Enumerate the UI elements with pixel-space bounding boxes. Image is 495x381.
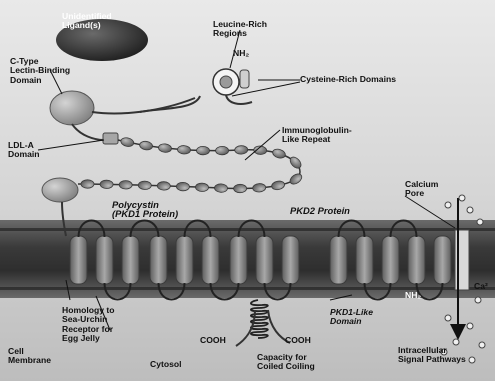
ig-repeat-bead — [271, 180, 285, 191]
calcium-ion — [475, 297, 481, 303]
ig-repeat-bead — [196, 146, 209, 155]
transmembrane-helix — [408, 236, 425, 284]
label-calcium-pore: Calcium Pore — [405, 180, 438, 199]
calcium-ion — [467, 323, 473, 329]
calcium-ion — [469, 357, 475, 363]
transmembrane-helix — [330, 236, 347, 284]
label-ca2: Ca² — [474, 282, 488, 291]
ig-repeat-bead — [216, 146, 229, 155]
transmembrane-helix — [122, 236, 139, 284]
label-homology: Homology to Sea-Urchin Receptor for Egg … — [62, 306, 115, 344]
transmembrane-helix — [434, 236, 451, 284]
label-c-type-lectin: C-Type Lectin-Binding Domain — [10, 57, 70, 85]
label-cysteine-rich-domains: Cysteine-Rich Domains — [300, 75, 396, 84]
ig-repeat-bead — [158, 143, 172, 153]
label-ldl-a-domain: LDL-A Domain — [8, 141, 40, 160]
transmembrane-helix — [176, 236, 193, 284]
calcium-ion — [479, 342, 485, 348]
label-cell-membrane: Cell Membrane — [8, 347, 51, 366]
ldl-a-box — [103, 133, 118, 144]
ig-repeat-bead — [100, 180, 113, 189]
label-cytosol: Cytosol — [150, 360, 182, 369]
transmembrane-helix — [70, 236, 87, 284]
label-immunoglobulin-repeat: Immunoglobulin- Like Repeat — [282, 126, 352, 145]
label-nh2-bottom: NH₂ — [405, 291, 421, 300]
ig-repeat-bead — [195, 183, 208, 192]
ig-repeat-bead — [288, 172, 303, 186]
ig-repeat-bead — [252, 183, 266, 192]
transmembrane-helices — [70, 236, 451, 284]
calcium-ion — [477, 219, 483, 225]
transmembrane-helix — [96, 236, 113, 284]
ig-repeat-bead — [139, 140, 153, 150]
ig-repeat-bead — [119, 180, 132, 189]
transmembrane-helix — [256, 236, 273, 284]
label-leucine-rich-regions: Leucine-Rich Regions — [213, 20, 267, 39]
ig-repeat-bead — [120, 137, 134, 148]
label-polycystin: Polycystin (PKD1 Protein) — [112, 200, 178, 219]
calcium-ion — [459, 195, 465, 201]
transmembrane-helix — [150, 236, 167, 284]
ig-repeat-bead — [234, 184, 247, 192]
ig-repeat-bead — [138, 181, 151, 190]
ig-repeat-bead — [81, 180, 94, 189]
label-pkd1-like-domain: PKD1-Like Domain — [330, 308, 373, 327]
label-unidentified-ligands: Unidentified Ligand(s) — [62, 12, 112, 31]
transmembrane-helix — [382, 236, 399, 284]
calcium-ion — [445, 315, 451, 321]
label-cooh-right: COOH — [285, 336, 311, 345]
calcium-ion — [445, 202, 451, 208]
ig-repeat-bead — [176, 182, 189, 191]
label-intracellular-pathways: Intracellular Signal Pathways — [398, 346, 466, 365]
transmembrane-helix — [282, 236, 299, 284]
ig-repeat-bead — [272, 148, 287, 160]
calcium-ion — [453, 339, 459, 345]
ig-repeat-bead — [177, 145, 191, 154]
immunoglobulin-bead-chain — [78, 137, 304, 193]
transmembrane-helix — [230, 236, 247, 284]
transmembrane-helix — [202, 236, 219, 284]
label-nh2-top: NH₂ — [233, 49, 249, 58]
calcium-ion — [467, 207, 473, 213]
ig-repeat-bead — [288, 155, 303, 170]
lectin-domain-blob — [50, 91, 94, 125]
ig-repeat-bead — [214, 184, 227, 193]
label-cooh-left: COOH — [200, 336, 226, 345]
label-coiled-coiling: Capacity for Coiled Coiling — [257, 353, 315, 372]
label-pkd2-protein: PKD2 Protein — [290, 206, 350, 215]
transmembrane-helix — [356, 236, 373, 284]
ig-repeat-bead — [157, 181, 170, 190]
ig-repeat-bead — [235, 145, 248, 154]
